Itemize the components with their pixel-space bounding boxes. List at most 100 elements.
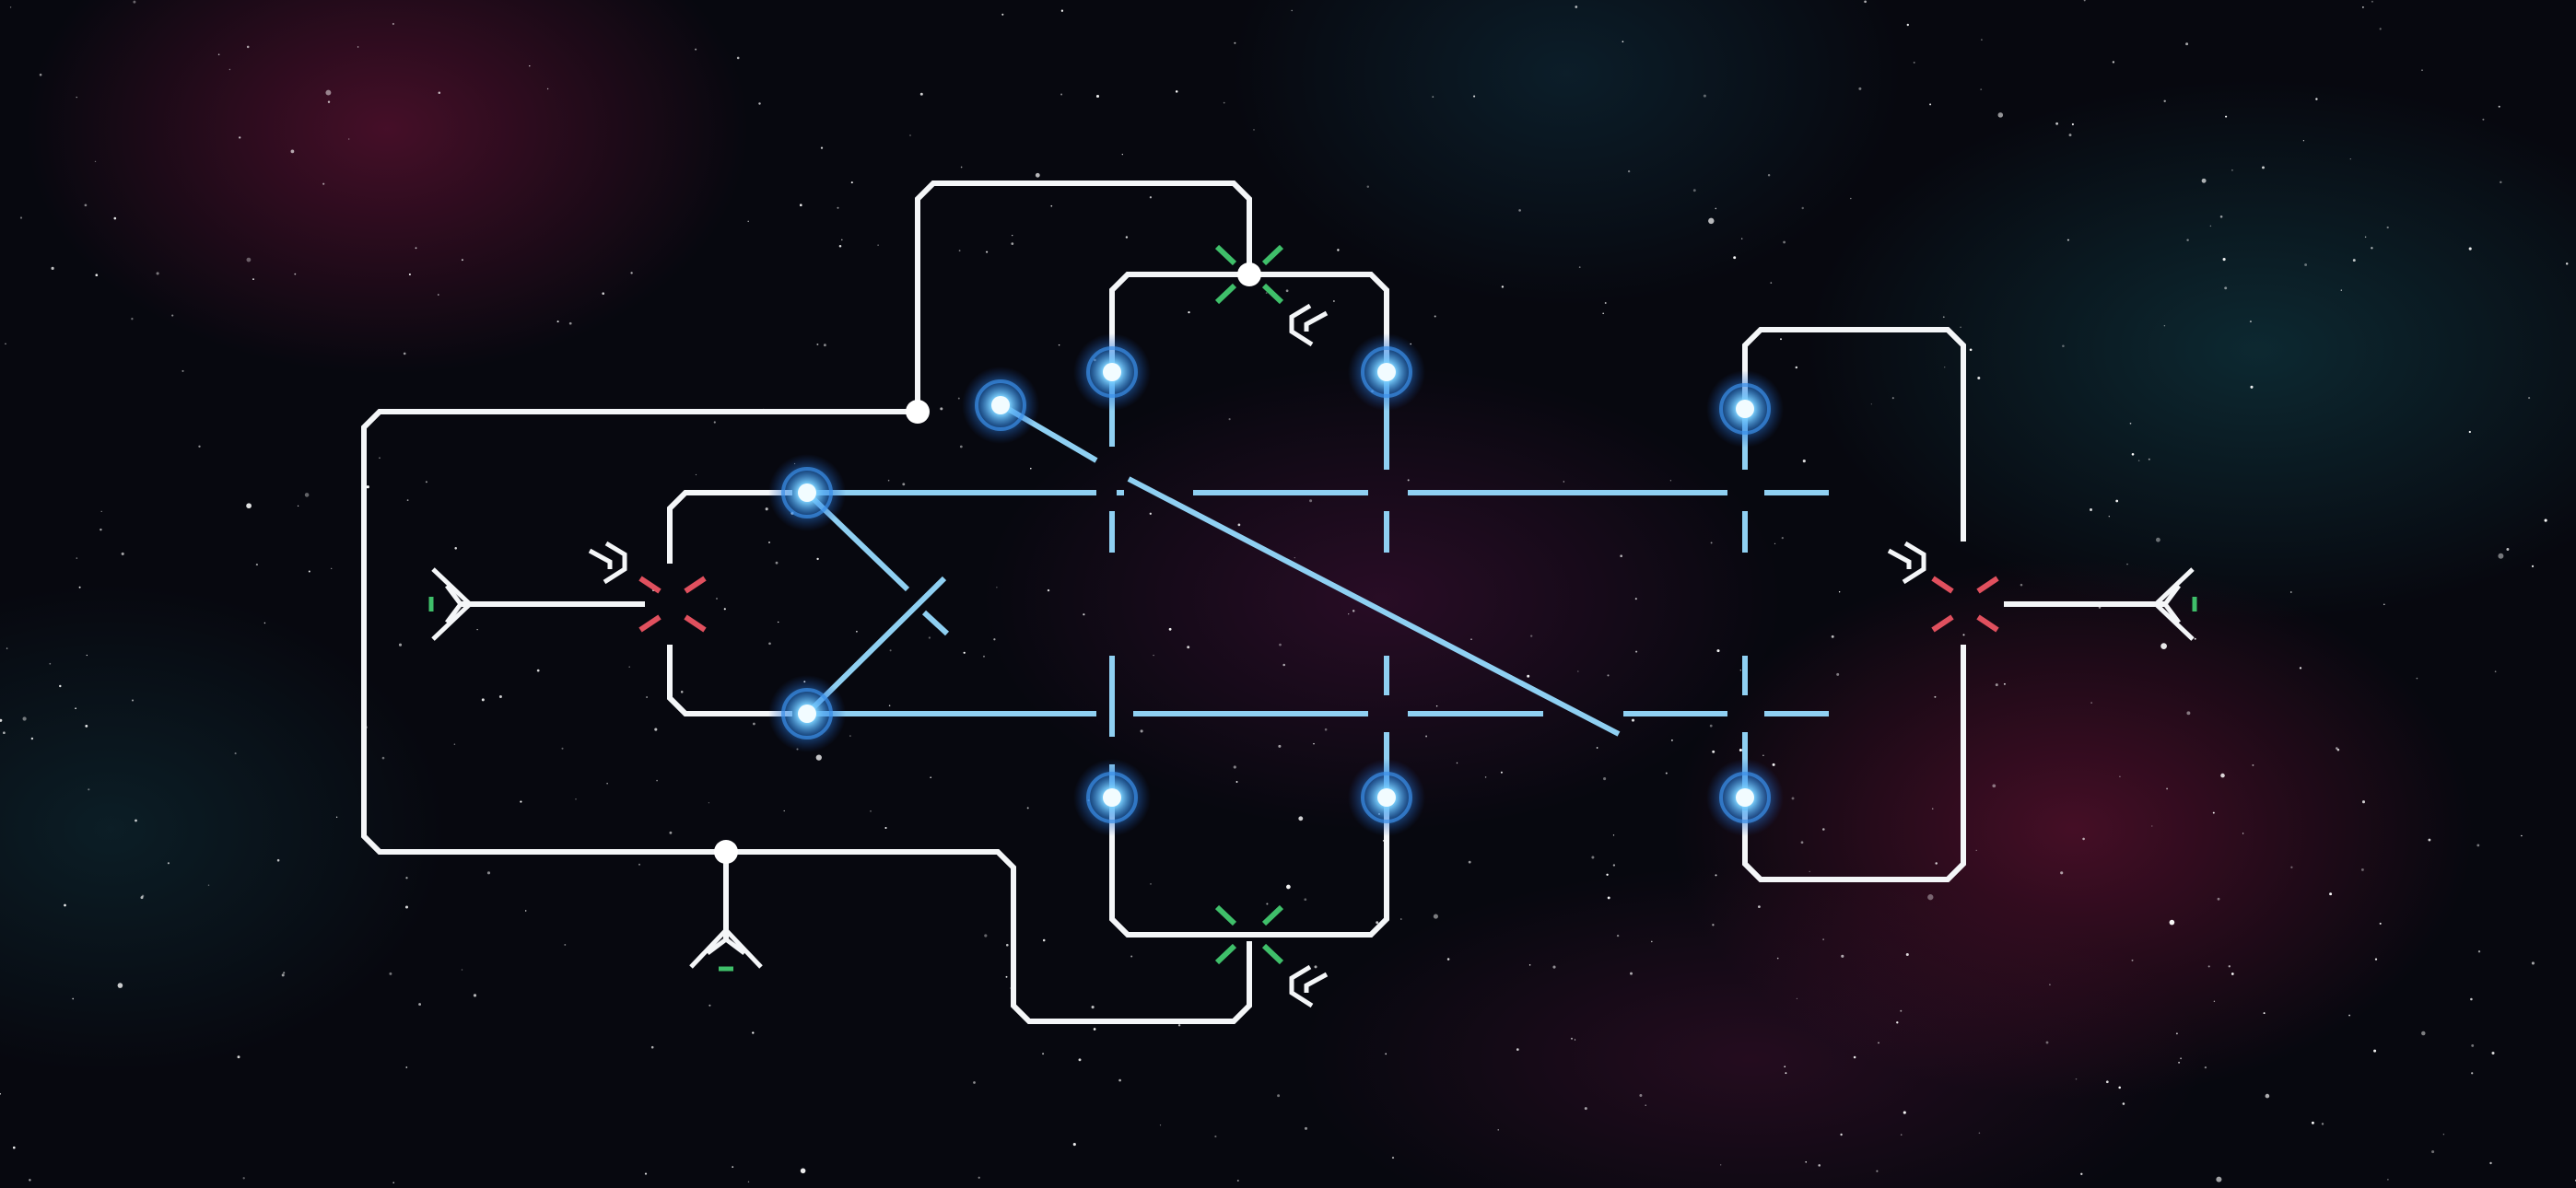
star: [940, 407, 943, 411]
star: [1047, 588, 1050, 592]
star: [2252, 763, 2254, 766]
star: [2421, 1031, 2426, 1036]
star: [2371, 247, 2373, 250]
star: [1905, 952, 1909, 957]
star: [630, 272, 633, 274]
star: [1906, 23, 1909, 27]
star: [1150, 883, 1152, 885]
inner-top-wire: [1109, 272, 1249, 364]
glowing-orb-icon[interactable]: [1073, 333, 1151, 411]
star: [2219, 215, 2223, 218]
glowing-orb-icon[interactable]: [1706, 759, 1784, 836]
orb-ring: [1719, 383, 1771, 435]
top-gate-open[interactable]: [1214, 244, 1284, 305]
star: [1978, 1132, 1981, 1135]
star: [1286, 884, 1291, 890]
star: [708, 1004, 711, 1007]
inner-bottom-wire: [1109, 787, 1249, 938]
right-emitter-icon[interactable]: [2152, 567, 2197, 641]
star: [1006, 943, 1009, 947]
star: [276, 858, 280, 862]
star: [1772, 763, 1775, 766]
star: [1304, 898, 1307, 902]
star: [237, 1055, 240, 1059]
star: [1708, 217, 1715, 225]
star: [765, 507, 768, 511]
star: [1900, 1009, 1903, 1012]
star: [888, 705, 891, 706]
star: [95, 274, 99, 277]
star: [1333, 300, 1335, 302]
glowing-orb-icon[interactable]: [962, 367, 1039, 444]
star: [546, 87, 549, 90]
glowing-orb-icon[interactable]: [1073, 759, 1151, 836]
star: [1960, 326, 1961, 329]
star: [415, 247, 417, 250]
top-switch-icon[interactable]: [1289, 303, 1329, 347]
star: [1783, 240, 1786, 244]
star: [1692, 189, 1696, 192]
orb-ring: [781, 688, 833, 740]
orb-ring: [1361, 772, 1412, 823]
star: [1432, 96, 1434, 98]
orb-core: [1736, 788, 1754, 807]
right-switch-icon[interactable]: [1887, 541, 1926, 585]
star: [2383, 603, 2385, 606]
star: [1391, 1157, 1395, 1159]
star: [1622, 41, 1624, 43]
star: [2352, 259, 2356, 262]
star: [1500, 771, 1503, 774]
star: [1620, 554, 1623, 558]
star: [1518, 209, 1521, 212]
star: [322, 182, 325, 185]
star: [1352, 610, 1355, 612]
star: [1927, 894, 1934, 901]
star: [1992, 784, 1996, 788]
star: [1634, 598, 1637, 600]
glowing-orb-icon[interactable]: [1706, 370, 1784, 448]
star: [2062, 344, 2065, 347]
star: [556, 320, 559, 323]
bottom-gate-open[interactable]: [1214, 904, 1284, 965]
star: [716, 598, 718, 600]
star: [2468, 247, 2472, 250]
bottom-switch-icon[interactable]: [1289, 964, 1329, 1008]
bottom-emitter-icon[interactable]: [689, 926, 763, 972]
star: [2360, 868, 2364, 871]
star: [198, 445, 201, 448]
glowing-orb-icon[interactable]: [768, 454, 846, 531]
star: [2118, 1086, 2121, 1089]
left-gate-closed[interactable]: [638, 576, 707, 633]
glowing-orb-icon[interactable]: [768, 675, 846, 752]
star: [19, 216, 23, 219]
star: [2156, 537, 2160, 542]
star: [877, 244, 879, 246]
star: [379, 457, 381, 460]
star: [39, 73, 42, 76]
star: [2231, 169, 2233, 171]
glowing-orb-icon[interactable]: [1348, 333, 1425, 411]
star: [713, 421, 716, 424]
star: [2212, 811, 2215, 814]
star: [1997, 112, 2004, 118]
star: [1715, 207, 1717, 210]
star: [656, 779, 658, 782]
star: [242, 1177, 245, 1180]
star: [2126, 563, 2128, 565]
star: [960, 166, 963, 169]
star: [1093, 1028, 1096, 1031]
star: [1050, 204, 1053, 207]
left-switch-icon[interactable]: [588, 541, 627, 585]
star: [752, 1031, 755, 1034]
glowing-orb-icon[interactable]: [1348, 759, 1425, 836]
star: [308, 570, 310, 573]
star: [1720, 1164, 1722, 1166]
star: [246, 45, 250, 49]
star: [524, 910, 527, 912]
star: [2003, 682, 2006, 685]
star: [2083, 0, 2086, 2]
left-emitter-icon[interactable]: [428, 567, 474, 641]
right-gate-closed[interactable]: [1931, 576, 1999, 633]
star: [1896, 1021, 1899, 1024]
star: [747, 220, 749, 223]
